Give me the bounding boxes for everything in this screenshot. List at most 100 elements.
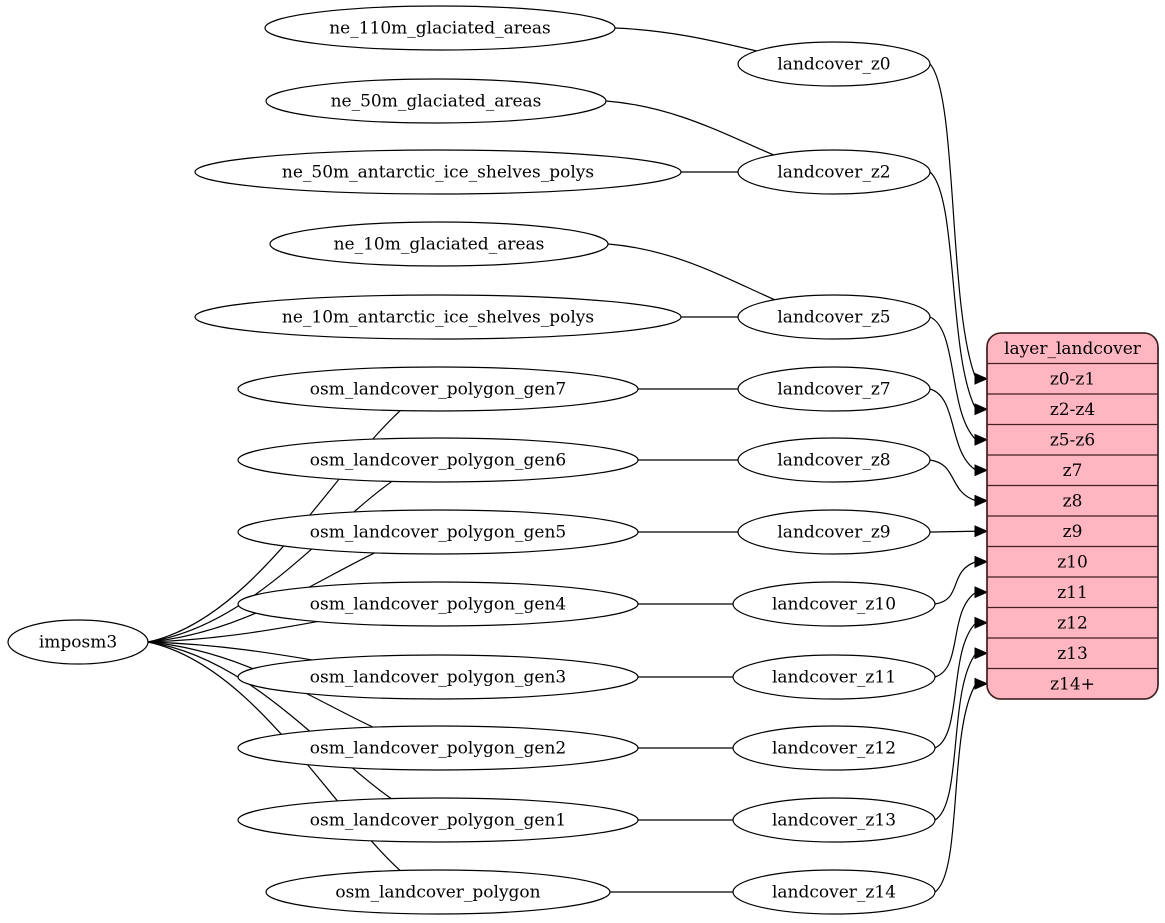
- table-row-label: z14+: [1050, 674, 1095, 694]
- node-ellipse: [237, 654, 639, 700]
- node-label: landcover_z14: [772, 883, 896, 903]
- node-ellipse: [732, 797, 936, 843]
- table-row-label: z12: [1057, 613, 1088, 633]
- node-landcover_z9[interactable]: landcover_z9: [737, 509, 931, 555]
- node-label: ne_50m_antarctic_ice_shelves_polys: [282, 163, 594, 183]
- table-row-label: z11: [1057, 583, 1088, 603]
- edge-landcover_z5-to-row-z5-z6: [929, 316, 977, 441]
- node-ellipse: [7, 619, 149, 665]
- table-outline: [986, 332, 1159, 700]
- node-label: osm_landcover_polygon_gen7: [310, 380, 566, 400]
- table-row[interactable]: z7: [1063, 461, 1083, 481]
- node-label: osm_landcover_polygon_gen5: [310, 523, 566, 543]
- node-ellipse: [269, 221, 609, 267]
- node-landcover_z2[interactable]: landcover_z2: [737, 149, 931, 195]
- node-ne_50m_antarctic_ice_shelves_polys[interactable]: ne_50m_antarctic_ice_shelves_polys: [194, 149, 682, 195]
- table-row-label: z2-z4: [1050, 400, 1095, 420]
- edge-landcover_z9-to-row-z9: [929, 530, 977, 533]
- node-ellipse: [264, 5, 616, 51]
- table-row[interactable]: z5-z6: [1050, 430, 1095, 450]
- node-ne_50m_glaciated_areas[interactable]: ne_50m_glaciated_areas: [265, 78, 607, 124]
- node-osm_landcover_polygon[interactable]: osm_landcover_polygon: [265, 869, 611, 915]
- arrowhead-icon: [974, 433, 989, 446]
- node-landcover_z5[interactable]: landcover_z5: [737, 294, 931, 340]
- table-row-label: z0-z1: [1050, 369, 1095, 389]
- node-label: osm_landcover_polygon_gen4: [310, 595, 566, 615]
- arrowhead-icon: [974, 464, 989, 477]
- node-ellipse: [237, 509, 639, 555]
- node-ellipse: [237, 581, 639, 627]
- edge-landcover_z14-to-row-z14+: [934, 683, 977, 893]
- node-osm_landcover_polygon_gen2[interactable]: osm_landcover_polygon_gen2: [237, 725, 639, 771]
- edge-landcover_z8-to-row-z8: [929, 459, 977, 502]
- edge-landcover_z13-to-row-z13: [934, 652, 977, 821]
- node-label: landcover_z11: [772, 668, 896, 688]
- layer-landcover-table[interactable]: layer_landcover z0-z1 z2-z4 z5-z6 z7 z8 z9 z10 z…: [986, 332, 1159, 700]
- node-osm_landcover_polygon_gen7[interactable]: osm_landcover_polygon_gen7: [237, 366, 639, 412]
- node-landcover_z11[interactable]: landcover_z11: [732, 654, 936, 700]
- table-row[interactable]: z13: [1057, 644, 1088, 664]
- node-label: landcover_z9: [777, 523, 890, 543]
- edge-landcover_z10-to-row-z10: [934, 561, 977, 605]
- node-ellipse: [732, 869, 936, 915]
- node-label: osm_landcover_polygon_gen1: [310, 811, 566, 831]
- node-label: landcover_z8: [777, 451, 890, 471]
- table-row[interactable]: z0-z1: [1050, 369, 1095, 389]
- node-landcover_z0[interactable]: landcover_z0: [737, 41, 931, 87]
- edge-landcover_z2-to-row-z2-z4: [929, 171, 977, 410]
- node-ellipse: [237, 725, 639, 771]
- table-header-label: layer_landcover: [1004, 339, 1142, 359]
- node-label: landcover_z2: [777, 163, 890, 183]
- node-ne_10m_antarctic_ice_shelves_polys[interactable]: ne_10m_antarctic_ice_shelves_polys: [194, 294, 682, 340]
- node-ellipse: [732, 725, 936, 771]
- node-ellipse: [737, 509, 931, 555]
- node-landcover_z10[interactable]: landcover_z10: [732, 581, 936, 627]
- node-ne_10m_glaciated_areas[interactable]: ne_10m_glaciated_areas: [269, 221, 609, 267]
- arrowhead-icon: [974, 372, 989, 385]
- node-label: landcover_z5: [777, 308, 890, 328]
- node-label: ne_10m_antarctic_ice_shelves_polys: [282, 308, 594, 328]
- node-label: osm_landcover_polygon_gen2: [310, 739, 566, 759]
- edge-landcover_z12-to-row-z12: [934, 622, 977, 749]
- node-osm_landcover_polygon_gen6[interactable]: osm_landcover_polygon_gen6: [237, 437, 639, 483]
- node-landcover_z12[interactable]: landcover_z12: [732, 725, 936, 771]
- node-osm_landcover_polygon_gen5[interactable]: osm_landcover_polygon_gen5: [237, 509, 639, 555]
- table-row[interactable]: z11: [1057, 583, 1088, 603]
- arrowhead-icon: [974, 647, 989, 660]
- node-ellipse: [237, 437, 639, 483]
- arrowhead-icon: [974, 403, 989, 416]
- arrowhead-icon: [974, 494, 989, 507]
- table-row[interactable]: z2-z4: [1050, 400, 1095, 420]
- table-layer: layer_landcover z0-z1 z2-z4 z5-z6 z7 z8 z9 z10 z…: [986, 332, 1159, 700]
- node-label: ne_10m_glaciated_areas: [334, 235, 545, 255]
- node-ellipse: [194, 149, 682, 195]
- node-label: osm_landcover_polygon: [335, 883, 540, 903]
- node-landcover_z8[interactable]: landcover_z8: [737, 437, 931, 483]
- table-row[interactable]: z8: [1063, 491, 1083, 511]
- table-row[interactable]: z14+: [1050, 674, 1095, 694]
- node-osm_landcover_polygon_gen1[interactable]: osm_landcover_polygon_gen1: [237, 797, 639, 843]
- node-label: landcover_z13: [772, 811, 896, 831]
- node-label: landcover_z10: [772, 595, 896, 615]
- node-osm_landcover_polygon_gen3[interactable]: osm_landcover_polygon_gen3: [237, 654, 639, 700]
- node-label: landcover_z12: [772, 739, 896, 759]
- node-osm_landcover_polygon_gen4[interactable]: osm_landcover_polygon_gen4: [237, 581, 639, 627]
- node-ellipse: [732, 581, 936, 627]
- arrowhead-icon: [974, 525, 989, 538]
- node-ellipse: [265, 78, 607, 124]
- node-imposm3[interactable]: imposm3: [7, 619, 149, 665]
- table-row[interactable]: z12: [1057, 613, 1088, 633]
- node-landcover_z14[interactable]: landcover_z14: [732, 869, 936, 915]
- node-ellipse: [194, 294, 682, 340]
- node-landcover_z7[interactable]: landcover_z7: [737, 366, 931, 412]
- table-row[interactable]: z10: [1057, 552, 1088, 572]
- table-row[interactable]: z9: [1063, 522, 1083, 542]
- node-label: landcover_z7: [777, 380, 890, 400]
- arrowhead-icon: [974, 555, 989, 568]
- node-landcover_z13[interactable]: landcover_z13: [732, 797, 936, 843]
- node-label: osm_landcover_polygon_gen6: [310, 451, 566, 471]
- node-ellipse: [237, 797, 639, 843]
- node-ne_110m_glaciated_areas[interactable]: ne_110m_glaciated_areas: [264, 5, 616, 51]
- node-label: imposm3: [39, 633, 117, 653]
